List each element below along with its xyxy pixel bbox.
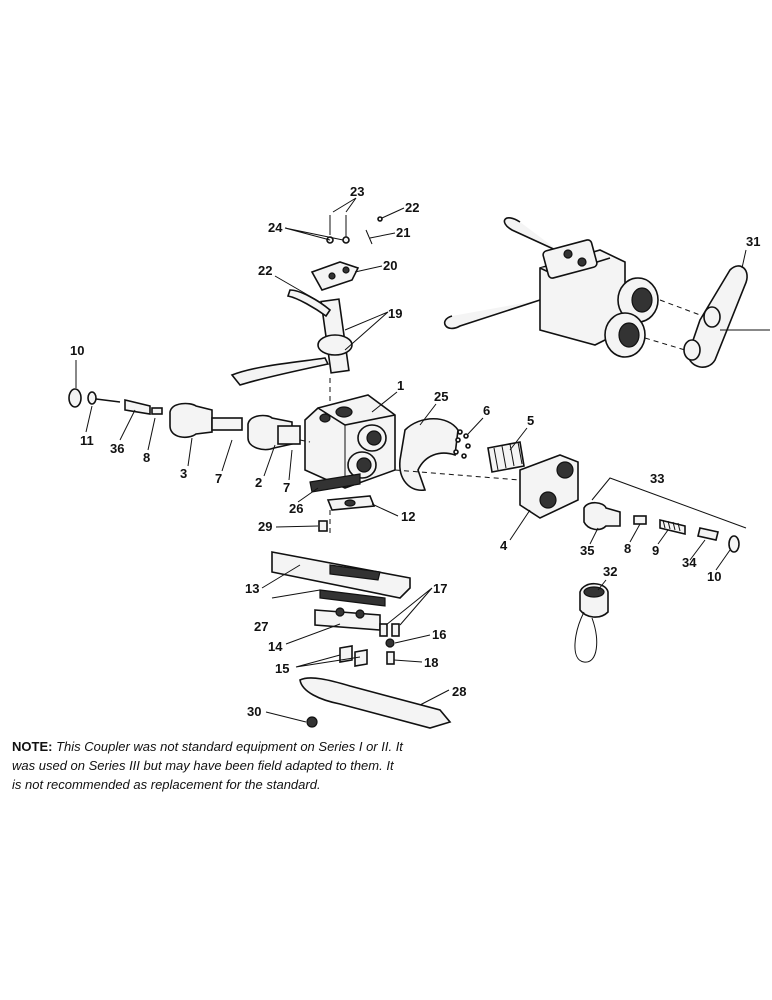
- callout-32: 32: [603, 564, 617, 579]
- callout-1: 1: [397, 378, 404, 393]
- callout-29: 29: [258, 519, 272, 534]
- callout-5: 5: [527, 413, 534, 428]
- callout-21: 21: [396, 225, 410, 240]
- callout-19: 19: [388, 306, 402, 321]
- callout-4: 4: [500, 538, 508, 553]
- callout-30: 30: [247, 704, 261, 719]
- callout-15: 15: [275, 661, 289, 676]
- note-paragraph: NOTE: This Coupler was not standard equi…: [12, 737, 404, 794]
- callout-34: 34: [682, 555, 697, 570]
- callout-7a: 7: [215, 471, 222, 486]
- note-label: NOTE:: [12, 739, 53, 754]
- right-side-components: [394, 418, 579, 519]
- callout-20: 20: [383, 258, 397, 273]
- callout-22a: 22: [405, 200, 419, 215]
- callout-9: 9: [652, 543, 659, 558]
- callout-24: 24: [268, 220, 283, 235]
- callout-23: 23: [350, 184, 364, 199]
- callout-17: 17: [433, 581, 447, 596]
- callout-35: 35: [580, 543, 594, 558]
- note-text: This Coupler was not standard equipment …: [12, 739, 403, 792]
- assembled-coupler-view: [443, 217, 770, 368]
- callout-2: 2: [255, 475, 262, 490]
- callout-18: 18: [424, 655, 438, 670]
- callout-16: 16: [432, 627, 446, 642]
- callout-8b: 8: [624, 541, 631, 556]
- callout-labels: 1 2 3 4 5 6 7 7 8 8 9 10 10 11 12 13 14 …: [70, 184, 760, 719]
- main-coupler-body: [304, 394, 396, 489]
- callout-26: 26: [289, 501, 303, 516]
- callout-25: 25: [434, 389, 448, 404]
- lever-assembly-top: [230, 215, 383, 405]
- callout-22b: 22: [258, 263, 272, 278]
- callout-28: 28: [452, 684, 466, 699]
- callout-31: 31: [746, 234, 760, 249]
- callout-27: 27: [254, 619, 268, 634]
- callout-6: 6: [483, 403, 490, 418]
- callout-11: 11: [80, 433, 94, 448]
- left-valve-stack: [68, 388, 311, 451]
- callout-14: 14: [268, 639, 283, 654]
- callout-8a: 8: [143, 450, 150, 465]
- leader-lines: [75, 197, 747, 723]
- right-fitting-stack: [574, 477, 747, 663]
- callout-13: 13: [245, 581, 259, 596]
- callout-36: 36: [110, 441, 124, 456]
- callout-10b: 10: [707, 569, 721, 584]
- callout-33: 33: [650, 471, 664, 486]
- callout-12: 12: [401, 509, 415, 524]
- plate-assembly: [271, 473, 452, 729]
- callout-3: 3: [180, 466, 187, 481]
- callout-10a: 10: [70, 343, 84, 358]
- callout-7b: 7: [283, 480, 290, 495]
